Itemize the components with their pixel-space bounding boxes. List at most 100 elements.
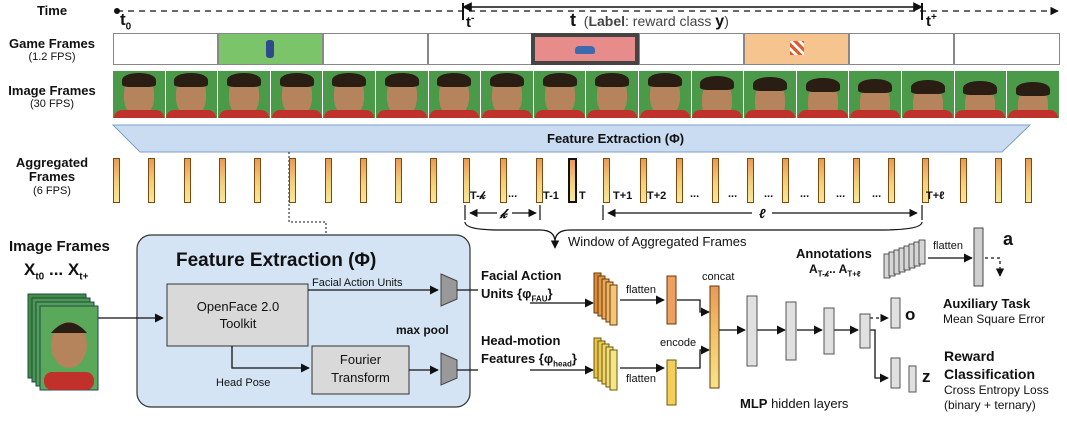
flatten-label-2: flatten <box>626 373 656 385</box>
reward-loss: Cross Entropy Loss <box>944 383 1049 397</box>
agg-label-t-minus-k: T-𝓀 <box>470 190 486 202</box>
fe-arrows <box>98 253 973 383</box>
mlp-layer-4 <box>859 313 871 349</box>
game-frame <box>113 33 218 65</box>
image-frame <box>902 71 955 118</box>
agg-label-t: T <box>579 190 586 202</box>
window-brackets <box>464 205 923 249</box>
aggregated-frames-label-1: Aggregated <box>15 155 89 170</box>
head-feature-stack <box>593 337 618 391</box>
car-icon <box>575 46 595 54</box>
agg-label-t-plus-l: T+ℓ <box>926 190 945 202</box>
maxpool-bottom-shape <box>440 352 458 386</box>
aggregated-frames-fps: (6 FPS) <box>33 185 71 197</box>
image-frame <box>954 71 1008 118</box>
image-frame <box>218 71 271 118</box>
image-frame <box>691 71 745 118</box>
t-label: t <box>570 10 576 30</box>
aggregated-frame <box>782 158 789 203</box>
game-frame <box>639 33 744 65</box>
aggregated-frame <box>184 158 191 203</box>
left-image-frames-title: Image Frames <box>9 238 110 255</box>
output-o-label: o <box>905 305 916 324</box>
agg-label-dots: ... <box>764 188 774 200</box>
head-flat-vector <box>666 359 677 406</box>
reward-title-2: Classification <box>944 366 1036 382</box>
output-r-vector <box>890 357 901 389</box>
game-frame <box>428 33 533 65</box>
image-frames-label: Image Frames <box>8 83 96 98</box>
game-frame <box>954 33 1060 65</box>
image-frame <box>481 71 534 118</box>
image-frame <box>376 71 429 118</box>
agg-label-dots: ... <box>728 188 738 200</box>
agg-label-dots: ... <box>800 188 810 200</box>
aggregated-frame <box>676 158 683 203</box>
feature-extraction-banner-shape <box>111 124 1032 153</box>
aux-task-title: Auxiliary Task <box>943 296 1031 311</box>
annotation-stack <box>883 239 926 279</box>
aggregated-frame <box>325 158 332 203</box>
agg-label-dots-left: ... <box>508 188 518 200</box>
fourier-box-shape <box>311 345 410 395</box>
image-frame <box>796 71 850 118</box>
aggregated-frame <box>640 158 647 203</box>
agg-label-dots: ... <box>836 188 846 200</box>
aggregated-frame <box>254 158 261 203</box>
aggregated-frame-selected <box>568 158 577 203</box>
aggregated-frame <box>463 158 470 203</box>
mlp-layer-3 <box>823 307 835 355</box>
fau-title-line-2: Units {φFAU} <box>481 286 553 304</box>
image-frame <box>323 71 376 118</box>
game-frame-green <box>218 33 323 65</box>
image-frame <box>639 71 692 118</box>
max-pool-label: max pool <box>396 323 449 337</box>
head-title-line-2: Features {φhead} <box>481 351 577 369</box>
aggregated-frame <box>360 158 367 203</box>
aggregated-frame <box>922 158 929 203</box>
aggregated-frame <box>995 158 1002 203</box>
mlp-layer-1 <box>746 295 758 367</box>
agg-label-dots: ... <box>872 188 882 200</box>
window-l-label: ℓ <box>759 206 766 221</box>
agg-label-t-plus-1: T+1 <box>613 190 633 202</box>
encode-label: encode <box>660 337 697 349</box>
aggregated-frame <box>853 158 860 203</box>
aggregated-frame <box>712 158 719 203</box>
output-z-label: z <box>922 367 931 386</box>
annotations-title: Annotations <box>796 246 872 261</box>
aggregated-frame <box>500 158 507 203</box>
fau-feature-stack <box>593 272 618 326</box>
image-frame <box>1007 71 1060 118</box>
aggregated-frame <box>395 158 402 203</box>
aggregated-frame <box>818 158 825 203</box>
game-frame-orange <box>744 33 849 65</box>
game-frame-red <box>531 33 639 65</box>
label-reward-class: t (Label: reward class y) <box>570 10 729 30</box>
mlp-label: MLP hidden layers <box>740 396 849 411</box>
dotted-connector <box>288 152 327 238</box>
reward-loss-note: (binary + ternary) <box>944 398 1036 412</box>
fau-title-line-1: Facial Action <box>481 268 562 283</box>
image-frame <box>849 71 902 118</box>
agg-label-dots: ... <box>690 188 700 200</box>
openface-line-2: Toolkit <box>219 316 257 331</box>
window-k-label: 𝓀 <box>500 206 507 221</box>
aggregated-frame <box>960 158 967 203</box>
fe-box-title: Feature Extraction (Φ) <box>176 250 377 271</box>
facial-action-units-label: Facial Action Units <box>312 277 403 289</box>
left-frame-range: Xt0 ... Xt+ <box>24 260 89 283</box>
image-frame <box>744 71 797 118</box>
annotations-flatten-label: flatten <box>933 240 963 252</box>
annotations-range: AT-𝓀.. AT+ℓ <box>809 262 861 279</box>
dashed-arrows <box>870 257 1005 323</box>
game-frames-fps: (1.2 FPS) <box>28 51 76 63</box>
aggregated-frame <box>888 158 895 203</box>
window-label: Window of Aggregated Frames <box>568 234 747 249</box>
maxpool-top-shape <box>440 273 458 307</box>
t-plus-label: t+ <box>926 12 937 30</box>
aggregated-frame <box>113 158 120 203</box>
output-z-vector <box>908 365 917 393</box>
game-frame <box>323 33 428 65</box>
